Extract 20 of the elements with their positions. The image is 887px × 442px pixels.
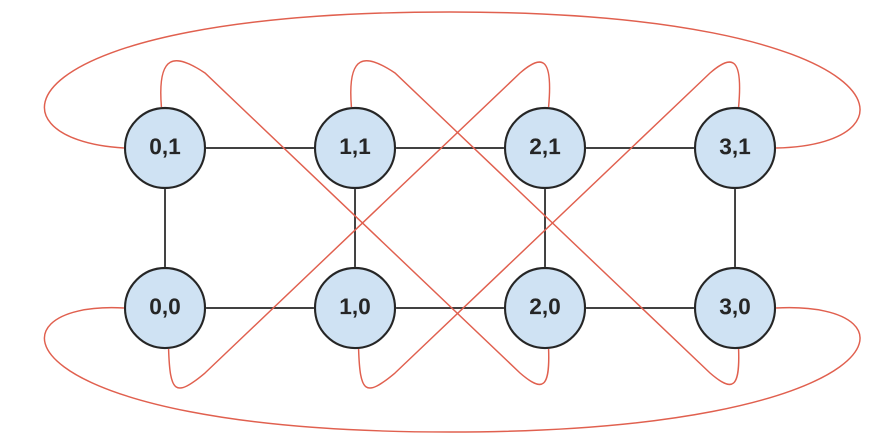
grid-line (544, 189, 546, 267)
grid-line (354, 189, 356, 267)
grid-line (206, 147, 314, 149)
wrap-curve (44, 307, 860, 433)
grid-node: 2,1 (504, 106, 586, 190)
grid-line (734, 189, 736, 267)
grid-node: 0,0 (124, 266, 206, 350)
grid-line (396, 307, 504, 309)
wrap-curve (45, 11, 860, 149)
grid-line (586, 147, 694, 149)
grid-node: 0,1 (124, 106, 206, 190)
grid-node: 3,0 (694, 266, 776, 350)
grid-node: 1,1 (314, 106, 396, 190)
grid-line (164, 189, 166, 267)
grid-node: 2,0 (504, 266, 586, 350)
grid-node: 1,0 (314, 266, 396, 350)
grid-line (586, 307, 694, 309)
grid-line (206, 307, 314, 309)
grid-line (396, 147, 504, 149)
grid-node: 3,1 (694, 106, 776, 190)
